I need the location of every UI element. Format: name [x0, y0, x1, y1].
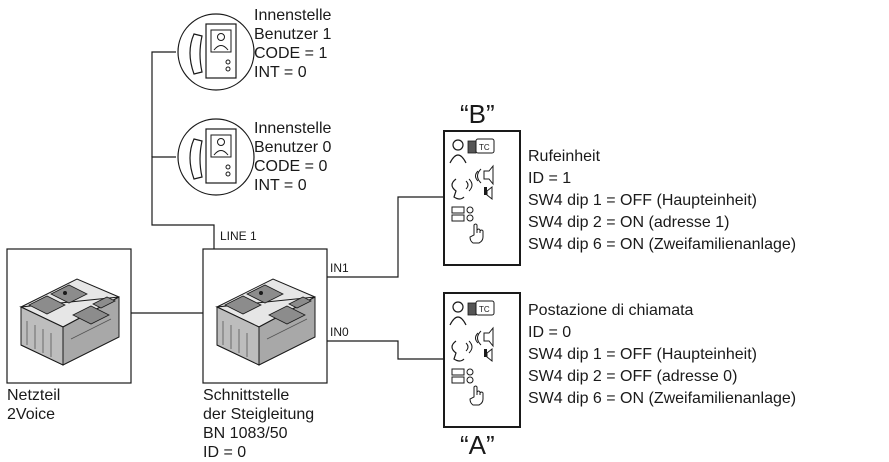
- call-unit-a-icon: [443, 292, 521, 428]
- indoor-unit-1-line-1: Innenstelle: [254, 7, 332, 24]
- riser-interface-line-2: der Steigleitung: [203, 406, 315, 423]
- wire-indoor0-to-indoor1: [151, 51, 176, 157]
- indoor-unit-0-icon: [177, 118, 255, 196]
- power-supply-label: Netzteil 2Voice: [7, 386, 60, 424]
- riser-interface-icon: [202, 248, 328, 384]
- indoor-unit-0-line-3: CODE = 0: [254, 158, 328, 175]
- power-supply-line-2: 2Voice: [7, 406, 56, 423]
- wire-in1-to-unit-b: [327, 196, 444, 278]
- power-supply-line-1: Netzteil: [7, 387, 61, 404]
- call-unit-b-label: Rufeinheit ID = 1 SW4 dip 1 = OFF (Haupt…: [528, 146, 796, 256]
- in0-label: IN0: [330, 325, 349, 339]
- marker-a: “A”: [460, 430, 495, 460]
- indoor-unit-0-line-2: Benutzer 0: [254, 139, 332, 156]
- indoor-unit-0-label: Innenstelle Benutzer 0 CODE = 0 INT = 0: [254, 119, 331, 195]
- riser-interface-line-3: BN 1083/50: [203, 425, 288, 442]
- indoor-unit-1-icon: [177, 13, 255, 91]
- marker-b: “B”: [460, 99, 495, 129]
- call-unit-a-line-2: ID = 0: [528, 324, 572, 341]
- call-unit-a-line-1: Postazione di chiamata: [528, 302, 694, 319]
- wire-line1-to-indoor0: [151, 156, 215, 263]
- riser-interface-line-1: Schnittstelle: [203, 387, 290, 404]
- indoor-unit-1-line-3: CODE = 1: [254, 45, 328, 62]
- call-unit-a-label: Postazione di chiamata ID = 0 SW4 dip 1 …: [528, 300, 796, 410]
- call-unit-b-line-5: SW4 dip 6 = ON (Zweifamilienanlage): [528, 236, 797, 253]
- indoor-unit-0-line-1: Innenstelle: [254, 120, 332, 137]
- riser-interface-label: Schnittstelle der Steigleitung BN 1083/5…: [203, 386, 314, 462]
- wire-in0-to-unit-a: [327, 340, 444, 360]
- indoor-unit-1-label: Innenstelle Benutzer 1 CODE = 1 INT = 0: [254, 6, 331, 82]
- call-unit-b-icon: [443, 130, 521, 266]
- call-unit-a-line-3: SW4 dip 1 = OFF (Haupteinheit): [528, 346, 757, 363]
- call-unit-a-line-5: SW4 dip 6 = ON (Zweifamilienanlage): [528, 390, 797, 407]
- line-1-label: LINE 1: [220, 229, 257, 243]
- call-unit-b-line-1: Rufeinheit: [528, 148, 601, 165]
- power-supply-icon: [6, 248, 132, 384]
- riser-interface-line-4: ID = 0: [203, 444, 247, 461]
- indoor-unit-1-line-2: Benutzer 1: [254, 26, 332, 43]
- call-unit-a-line-4: SW4 dip 2 = OFF (adresse 0): [528, 368, 738, 385]
- indoor-unit-1-line-4: INT = 0: [254, 64, 307, 81]
- call-unit-b-line-4: SW4 dip 2 = ON (adresse 1): [528, 214, 730, 231]
- indoor-unit-0-line-4: INT = 0: [254, 177, 307, 194]
- in1-label: IN1: [330, 261, 349, 275]
- wires: [131, 51, 444, 360]
- call-unit-b-line-3: SW4 dip 1 = OFF (Haupteinheit): [528, 192, 757, 209]
- call-unit-b-line-2: ID = 1: [528, 170, 572, 187]
